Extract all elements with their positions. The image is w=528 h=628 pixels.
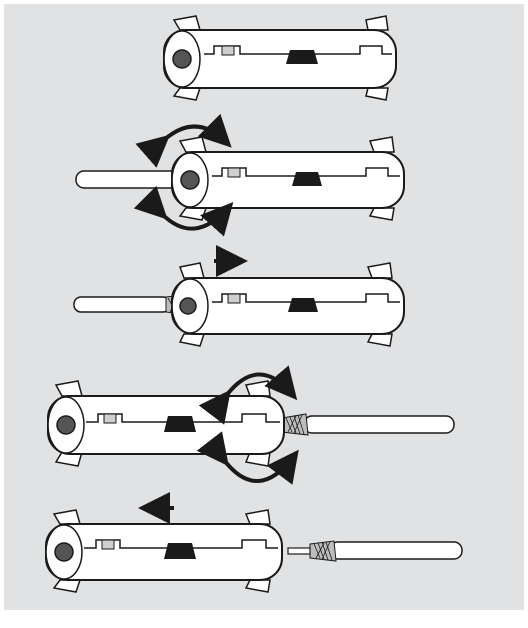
step-5-cable	[287, 540, 463, 562]
step-4-cable	[281, 413, 455, 436]
step-5-tool	[45, 509, 283, 593]
step-4-tool	[47, 380, 285, 467]
step-2-rotate-arrows	[133, 113, 234, 237]
step-4-rotate-arrows	[196, 365, 299, 485]
step-2-tool	[171, 136, 405, 221]
step-1-tool	[163, 15, 397, 101]
coax-stripper-diagram	[45, 15, 463, 593]
instruction-panel	[4, 4, 524, 610]
step-3-cable	[73, 294, 187, 316]
step-3-tool	[171, 262, 405, 347]
